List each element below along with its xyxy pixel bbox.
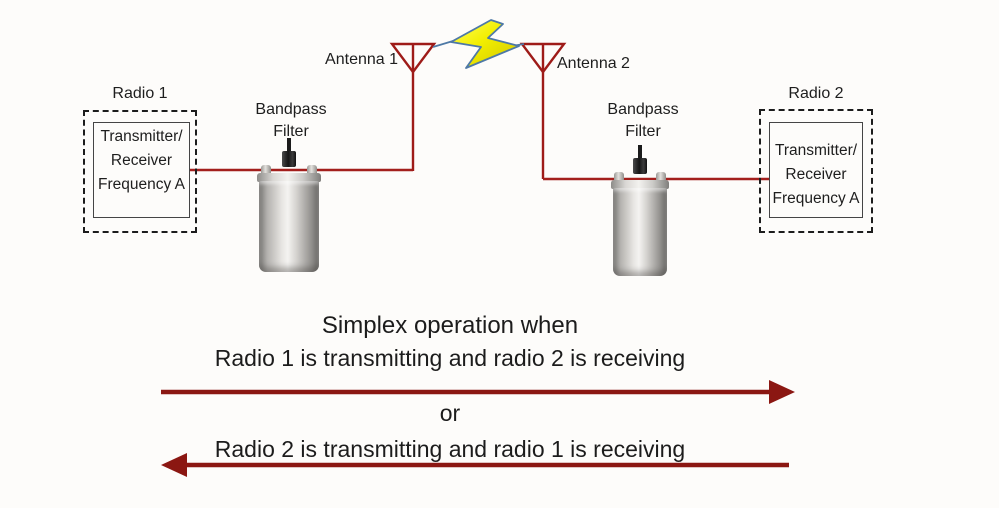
- radio-wave-ray-left: [432, 40, 454, 48]
- filter1-port-left: [261, 165, 271, 174]
- filter2-port-right: [656, 172, 666, 181]
- filter2-connector-nut: [633, 158, 647, 174]
- bandpass-filter1-label-line2: Filter: [273, 123, 309, 140]
- radio2-box-line2: Receiver: [785, 166, 847, 183]
- bandpass-filter2-label-line1: Bandpass: [607, 101, 679, 118]
- arrow-radio1-to-radio2: [161, 380, 795, 404]
- radio1-box-line3: Frequency A: [97, 176, 186, 193]
- filter1-connector-nut: [282, 151, 296, 167]
- radio1-label: Radio 1: [112, 85, 168, 102]
- filter2-connector-pin: [638, 145, 642, 160]
- bandpass-filter2-photo: [611, 145, 669, 276]
- filter1-body: [259, 181, 319, 272]
- caption-direction1: Radio 1 is transmitting and radio 2 is r…: [214, 345, 686, 371]
- caption-title: Simplex operation when: [321, 312, 579, 339]
- radio2-box-line1: Transmitter/: [774, 142, 858, 159]
- filter1-connector-pin: [287, 138, 291, 153]
- caption-direction2: Radio 2 is transmitting and radio 1 is r…: [214, 436, 686, 462]
- wire-radio1-to-antenna1: [190, 44, 415, 172]
- bandpass-filter1-label: Bandpass Filter: [251, 99, 331, 143]
- radio1-transceiver-box: Transmitter/ Receiver Frequency A: [93, 122, 190, 218]
- lightning-bolt-icon: [450, 19, 520, 69]
- bandpass-filter2-label: Bandpass Filter: [603, 99, 683, 143]
- radio2-box-line3: Frequency A: [772, 190, 860, 207]
- bandpass-filter1-label-line1: Bandpass: [255, 101, 327, 118]
- filter2-port-left: [614, 172, 624, 181]
- antenna1-label: Antenna 1: [325, 51, 398, 68]
- filter1-port-right: [307, 165, 317, 174]
- radio2-dashed-box: [759, 109, 873, 233]
- radio1-box-line2: Receiver: [110, 152, 173, 169]
- caption-or: or: [439, 400, 461, 426]
- filter2-body: [613, 188, 667, 276]
- radio2-label: Radio 2: [788, 85, 844, 102]
- antenna2-icon: [519, 42, 567, 74]
- filter2-lid: [611, 180, 669, 189]
- bandpass-filter1-photo: [257, 138, 321, 272]
- bandpass-filter2-label-line2: Filter: [625, 123, 661, 140]
- radio2-transceiver-box: Transmitter/ Receiver Frequency A: [769, 122, 863, 218]
- arrow-radio2-to-radio1: [161, 453, 789, 477]
- filter1-lid: [257, 173, 321, 182]
- radio1-box-line1: Transmitter/: [100, 128, 183, 145]
- antenna2-label: Antenna 2: [557, 55, 630, 72]
- radio1-dashed-box: [83, 110, 197, 233]
- antenna1-icon: [389, 42, 437, 74]
